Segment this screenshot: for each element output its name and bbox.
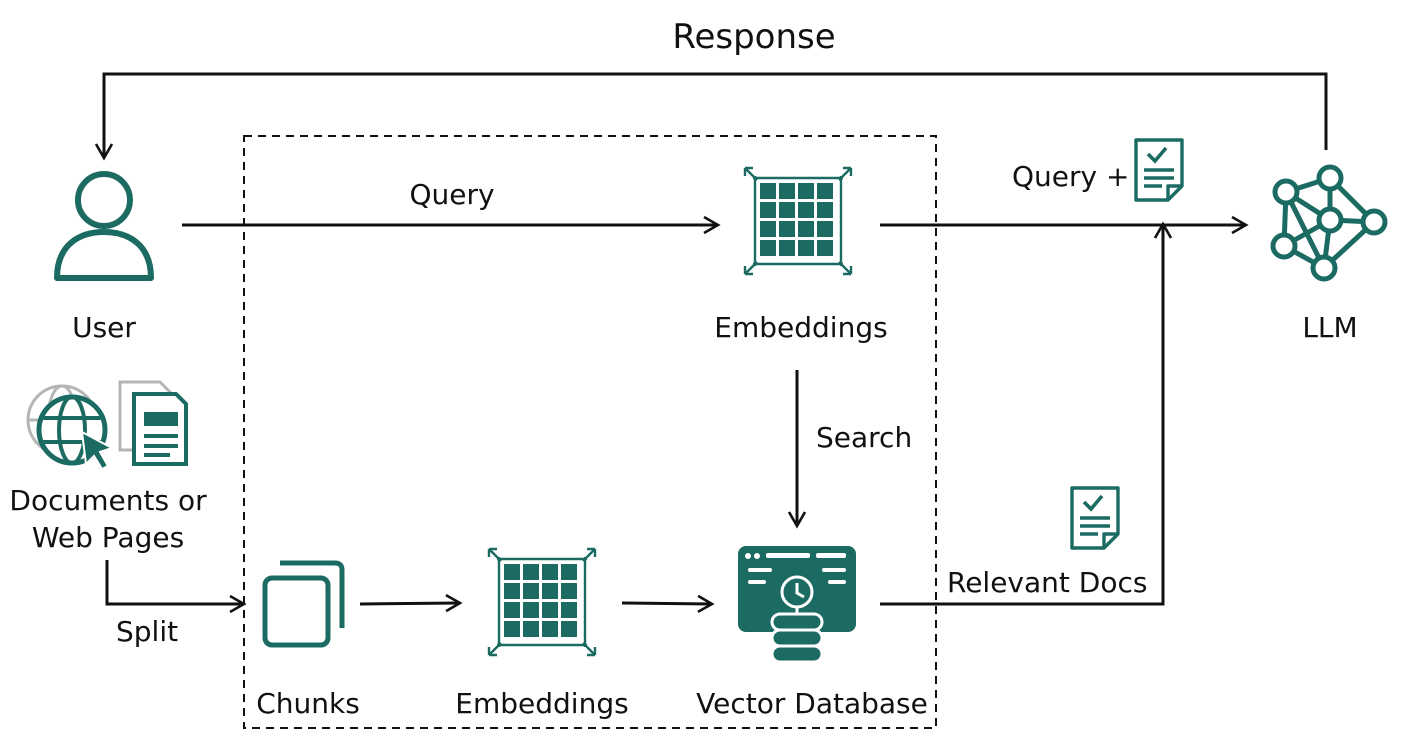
response-arrow <box>94 72 1328 161</box>
chunks-to-embeddings-arrow <box>359 594 463 613</box>
globe-document-icon <box>26 380 188 471</box>
user-label: User <box>72 311 136 344</box>
embeddings-top-icon <box>743 166 853 276</box>
embeddings-bottom-label: Embeddings <box>455 687 629 720</box>
query-doc-icon <box>1134 138 1184 202</box>
relevant-docs-arrow <box>880 221 1173 606</box>
documents-label-line1: Documents or <box>9 484 207 517</box>
embeddings-top-label: Embeddings <box>714 311 888 344</box>
embeddings-bottom-icon <box>487 547 597 657</box>
documents-label-line2: Web Pages <box>31 521 185 554</box>
user-icon <box>54 171 154 281</box>
relevant-doc-icon <box>1070 486 1120 550</box>
vector-db-label: Vector Database <box>696 687 928 720</box>
split-arrow <box>105 560 247 614</box>
stacked-pages-icon <box>262 560 345 648</box>
relevant-docs-label: Relevant Docs <box>947 566 1148 599</box>
embeddings-to-db-arrow <box>621 594 715 613</box>
llm-label: LLM <box>1302 311 1358 344</box>
search-label: Search <box>816 421 913 454</box>
diagram-title: Response <box>672 17 836 57</box>
database-icon <box>738 546 856 664</box>
documents-label: Documents or Web Pages <box>9 482 206 556</box>
pipeline-boundary <box>243 135 937 729</box>
chunks-label: Chunks <box>256 687 360 720</box>
query-plus-label: Query + <box>1012 160 1130 193</box>
split-label: Split <box>116 615 179 648</box>
neural-network-icon <box>1270 164 1388 282</box>
query-label: Query <box>409 178 495 211</box>
